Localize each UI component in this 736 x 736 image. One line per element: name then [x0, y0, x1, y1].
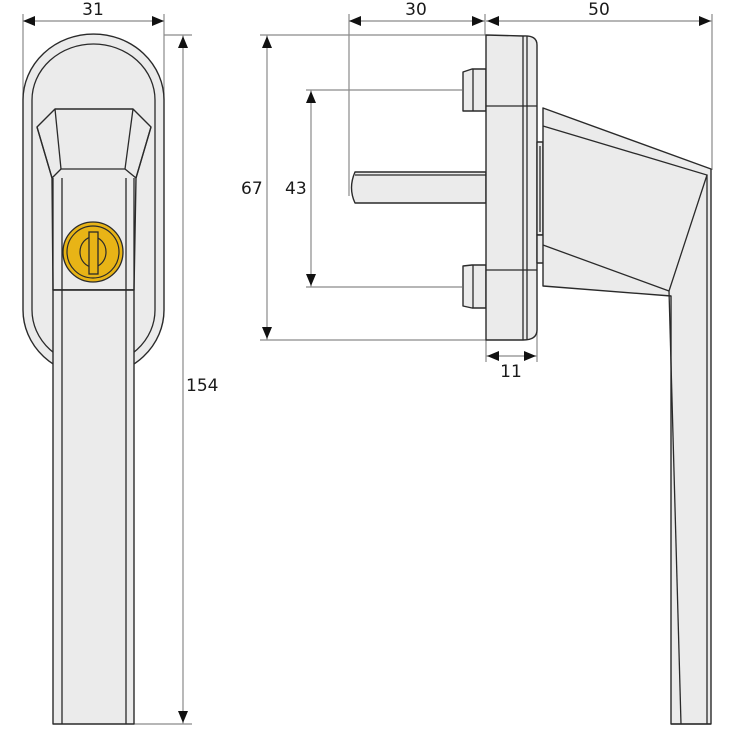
arrow-right-icon: [472, 16, 484, 26]
arrow-left-icon: [487, 16, 499, 26]
lock-cylinder-icon: [62, 221, 124, 283]
arrow-right-icon: [699, 16, 711, 26]
front-handle-shaft: [52, 289, 135, 725]
arrow-left-icon: [349, 16, 361, 26]
side-rose: [485, 34, 538, 341]
arrow-left-icon: [487, 351, 499, 361]
dim-label-rose-height: 67: [241, 179, 263, 199]
side-view: 30 50 67 43: [241, 0, 713, 725]
arrow-right-icon: [152, 16, 164, 26]
dimension-spindle-length: 30: [348, 0, 486, 196]
dim-label-spindle-length: 30: [405, 0, 427, 20]
dimension-total-height: 154: [134, 34, 218, 725]
dimension-front-width: 31: [22, 0, 165, 100]
front-view: 31 154: [22, 0, 218, 725]
dim-label-rose-depth: 11: [500, 362, 522, 382]
arrow-up-icon: [262, 36, 272, 48]
arrow-right-icon: [524, 351, 536, 361]
dim-label-handle-projection: 50: [588, 0, 610, 20]
arrow-up-icon: [178, 36, 188, 48]
dimension-rose-height: 67: [241, 34, 486, 341]
arrow-left-icon: [23, 16, 35, 26]
arrow-down-icon: [178, 711, 188, 723]
dim-label-screw-spacing: 43: [285, 179, 307, 199]
side-handle-head: [542, 107, 712, 725]
dimension-screw-spacing: 43: [285, 89, 462, 288]
dimension-handle-projection: 50: [486, 0, 713, 170]
screw-boss-top: [462, 68, 487, 112]
arrow-down-icon: [262, 327, 272, 339]
dim-label-front-width: 31: [82, 0, 104, 20]
screw-boss-bottom: [462, 264, 487, 309]
arrow-down-icon: [306, 274, 316, 286]
arrow-up-icon: [306, 91, 316, 103]
dim-label-total-height: 154: [186, 376, 218, 396]
square-spindle: [350, 171, 487, 204]
